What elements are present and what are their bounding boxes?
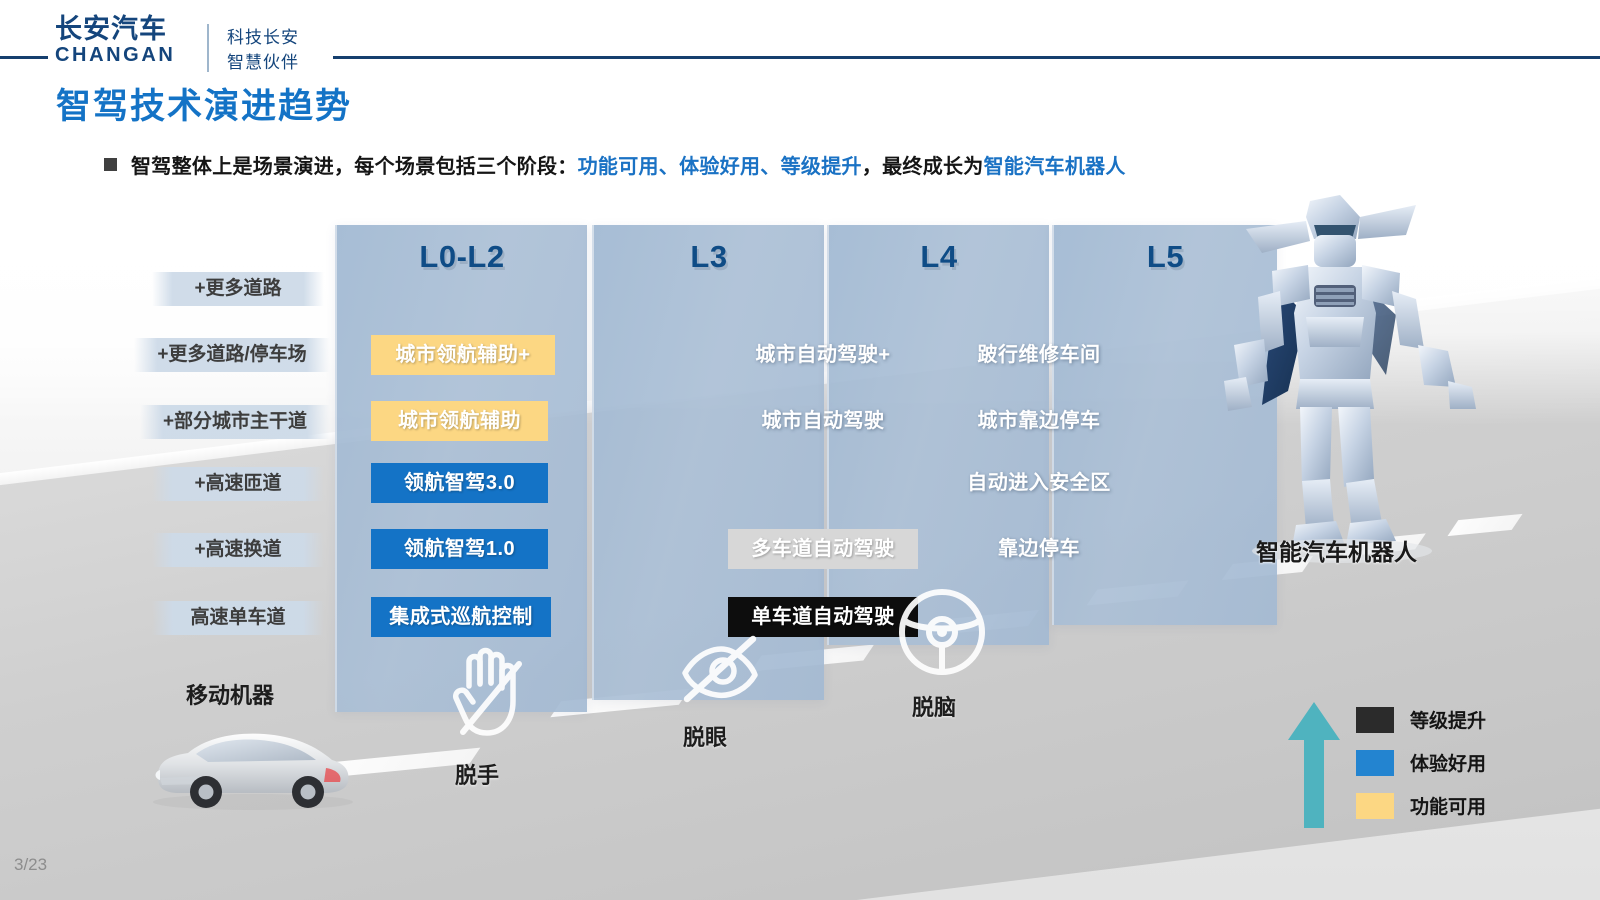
bullet-highlight1: 功能可用、体验好用、等级提升: [577, 156, 862, 178]
car-illustration: [148, 718, 358, 810]
mobile-machine-label: 移动机器: [186, 683, 275, 708]
page-title: 智驾技术演进趋势: [56, 87, 353, 126]
bullet-part1: 智驾整体上是场景演进，每个场景包括三个阶段：: [131, 156, 578, 178]
robot-illustration: [1210, 195, 1480, 565]
up-arrow-icon: [1286, 700, 1342, 828]
chip-city-navigation-assist[interactable]: 城市领航辅助: [371, 401, 548, 441]
bullet-highlight2: 智能汽车机器人: [983, 156, 1126, 178]
legend-label-level-upgrade: 等级提升: [1410, 711, 1487, 732]
level-column-l4[interactable]: L4: [827, 225, 1049, 645]
level-title-l0-l2: L0-L2: [419, 239, 505, 274]
legend-item-feature-available[interactable]: 功能可用: [1356, 784, 1486, 827]
legend-item-level-upgrade[interactable]: 等级提升: [1356, 698, 1486, 741]
chip-integrated-cruise-control[interactable]: 集成式巡航控制: [371, 597, 551, 637]
robot-label: 智能汽车机器人: [1256, 539, 1417, 565]
legend-swatch-feature-available: [1356, 792, 1394, 819]
stage-label-brain-off: 脱脑: [912, 695, 957, 720]
axis-label-highway-single-lane: 高速单车道: [152, 601, 324, 635]
chip-city-autonomous-driving-plus[interactable]: 城市自动驾驶+: [755, 344, 891, 366]
axis-label-more-roads: +更多道路: [152, 272, 324, 306]
eye-off-icon: [673, 625, 765, 707]
chip-auto-enter-safe-zone[interactable]: 自动进入安全区: [967, 472, 1111, 494]
stage-label-hands-off: 脱手: [455, 763, 500, 788]
axis-label-highway-ramp: +高速匝道: [152, 467, 324, 501]
legend-items: 等级提升 体验好用 功能可用: [1356, 698, 1486, 827]
legend: 等级提升 体验好用 功能可用: [1286, 698, 1516, 828]
logo-chinese: 长安汽车: [55, 14, 167, 44]
stage-label-eyes-off: 脱眼: [683, 725, 728, 750]
legend-label-feature-available: 功能可用: [1410, 797, 1487, 818]
header-rule-left: [0, 56, 48, 59]
legend-swatch-good-experience: [1356, 749, 1394, 776]
brand-slogan: 科技长安 智慧伙伴: [227, 25, 299, 75]
chip-multi-lane-autonomous-driving[interactable]: 多车道自动驾驶: [728, 529, 918, 569]
chip-pull-over[interactable]: 靠边停车: [998, 538, 1080, 560]
logo-english: CHANGAN: [55, 44, 176, 66]
brand-logo: 长安汽车 CHANGAN 科技长安 智慧伙伴: [55, 14, 325, 76]
chip-single-lane-autonomous-driving[interactable]: 单车道自动驾驶: [728, 597, 918, 637]
chip-city-navigation-assist-plus[interactable]: 城市领航辅助+: [371, 335, 555, 375]
chip-city-pull-over[interactable]: 城市靠边停车: [977, 410, 1101, 432]
chip-navigation-pilot-1[interactable]: 领航智驾1.0: [371, 529, 548, 569]
bullet-part2: ，最终成长为: [861, 156, 984, 178]
axis-label-more-roads-parking: +更多道路/停车场: [134, 338, 330, 372]
header-rule-right: [333, 56, 1600, 59]
legend-item-good-experience[interactable]: 体验好用: [1356, 741, 1486, 784]
bullet-text: 智驾整体上是场景演进，每个场景包括三个阶段：功能可用、体验好用、等级提升，最终成…: [131, 150, 1126, 179]
level-title-l3: L3: [690, 239, 728, 274]
level-title-l4: L4: [920, 239, 958, 274]
legend-swatch-level-upgrade: [1356, 706, 1394, 733]
axis-label-partial-urban-arterial: +部分城市主干道: [140, 405, 330, 439]
logo-divider: [207, 24, 209, 72]
brand-slogan-line2: 智慧伙伴: [227, 53, 299, 72]
chip-city-autonomous-driving[interactable]: 城市自动驾驶: [761, 410, 885, 432]
level-column-l5[interactable]: L5: [1052, 225, 1277, 625]
hand-off-icon: [447, 640, 533, 744]
bullet-square-icon: [104, 158, 117, 171]
level-title-l5: L5: [1146, 239, 1185, 274]
chip-limp-home-repair-shop[interactable]: 跛行维修车间: [977, 344, 1101, 366]
legend-label-good-experience: 体验好用: [1410, 754, 1487, 775]
chip-navigation-pilot-3[interactable]: 领航智驾3.0: [371, 463, 548, 503]
page-number: 3/23: [14, 855, 48, 874]
brand-slogan-line1: 科技长安: [227, 28, 299, 47]
bullet-row: 智驾整体上是场景演进，每个场景包括三个阶段：功能可用、体验好用、等级提升，最终成…: [104, 150, 1126, 179]
steering-wheel-icon: [895, 585, 989, 679]
axis-label-highway-lane-change: +高速换道: [152, 533, 324, 567]
